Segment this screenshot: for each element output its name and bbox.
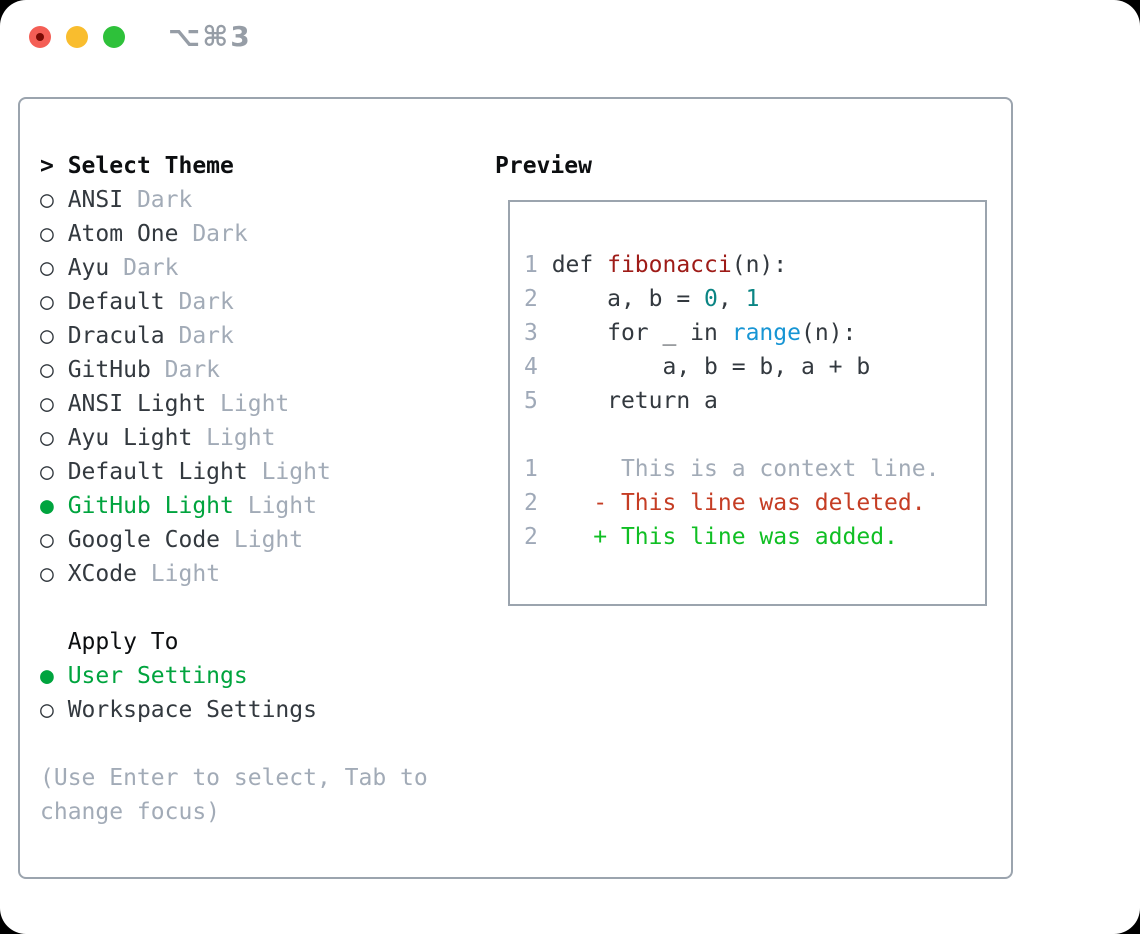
theme-name: Default Light [67,459,248,485]
select-theme-title: Select Theme [67,153,234,179]
close-button[interactable] [29,26,51,48]
theme-name: ANSI Light [67,391,207,417]
preview-code: 1 def fibonacci(n): 2 a, b = 0, 1 3 for _ … [524,248,985,554]
apply-to-title: Apply To [67,629,179,655]
code-line: 1 This is a context line. [524,456,940,482]
theme-name: Google Code [67,527,221,553]
theme-name: Atom One [67,221,179,247]
radio-icon: ○ [40,697,68,723]
radio-icon: ○ [40,527,68,553]
theme-option[interactable]: ○ XCode Light [40,557,490,591]
theme-variant: Light [233,493,317,519]
theme-option[interactable]: ○ Ayu Dark [40,251,490,285]
theme-picker-panel: > Select Theme ○ ANSI Dark ○ Atom One Da… [18,97,1013,879]
theme-option[interactable]: ○ Dracula Dark [40,319,490,353]
radio-icon: ○ [40,187,68,213]
spacer [40,591,490,625]
select-theme-header: > Select Theme [40,149,490,183]
spacer [40,727,490,761]
radio-icon: ○ [40,357,68,383]
radio-icon: ● [40,663,68,689]
apply-option-label: User Settings [67,663,248,689]
code-line: 2 a, b = 0, 1 [524,286,760,312]
radio-icon: ○ [40,391,68,417]
theme-option[interactable]: ○ ANSI Dark [40,183,490,217]
code-line: 2 - This line was deleted. [524,490,926,516]
radio-icon: ○ [40,561,68,587]
theme-variant: Light [206,391,290,417]
code-line: 2 + This line was added. [524,524,898,550]
apply-to-header: Apply To [40,625,490,659]
theme-variant: Light [247,459,331,485]
code-line: 4 a, b = b, a + b [524,354,871,380]
apply-option[interactable]: ○ Workspace Settings [40,693,490,727]
code-line [524,418,985,452]
theme-variant: Dark [178,221,248,247]
theme-name: Dracula [67,323,165,349]
theme-option[interactable]: ○ Google Code Light [40,523,490,557]
theme-option[interactable]: ○ Default Light Light [40,455,490,489]
radio-icon: ● [40,493,68,519]
radio-icon: ○ [40,289,68,315]
theme-variant: Dark [164,323,234,349]
preview-title: Preview [495,153,592,179]
theme-name: GitHub [67,357,151,383]
preview-box: 1 def fibonacci(n): 2 a, b = 0, 1 3 for _ … [508,200,987,606]
selection-caret: > [40,153,68,179]
theme-variant: Dark [109,255,179,281]
theme-option[interactable]: ○ Default Dark [40,285,490,319]
theme-column: > Select Theme ○ ANSI Dark ○ Atom One Da… [40,149,490,829]
theme-variant: Dark [164,289,234,315]
apply-to-list: ● User Settings ○ Workspace Settings [40,659,490,727]
theme-variant: Light [136,561,221,587]
theme-name: Default [67,289,165,315]
titlebar: ⌥⌘3 [0,0,1140,74]
radio-icon: ○ [40,323,68,349]
code-line: 5 return a [524,388,718,414]
hint-text: (Use Enter to select, Tab to change focu… [40,765,428,825]
theme-list: ○ ANSI Dark ○ Atom One Dark ○ Ayu Dark ○… [40,183,490,591]
theme-variant: Light [220,527,304,553]
close-button-dot [36,33,44,41]
theme-option[interactable]: ○ Atom One Dark [40,217,490,251]
theme-option[interactable]: ○ Ayu Light Light [40,421,490,455]
theme-variant: Light [192,425,276,451]
theme-option[interactable]: ○ GitHub Dark [40,353,490,387]
theme-option[interactable]: ○ ANSI Light Light [40,387,490,421]
minimize-button[interactable] [66,26,88,48]
radio-icon: ○ [40,425,68,451]
theme-name: XCode [67,561,137,587]
zoom-button[interactable] [103,26,125,48]
radio-icon: ○ [40,221,68,247]
theme-variant: Dark [150,357,221,383]
theme-variant: Dark [123,187,193,213]
radio-icon: ○ [40,459,68,485]
theme-name: ANSI [67,187,124,213]
code-line: 1 def fibonacci(n): [524,252,788,278]
code-line: 3 for _ in range(n): [524,320,857,346]
theme-name: Ayu [67,255,110,281]
theme-name: GitHub Light [67,493,234,519]
radio-icon: ○ [40,255,68,281]
theme-option[interactable]: ● GitHub Light Light [40,489,490,523]
theme-name: Ayu Light [67,425,193,451]
window-shortcut-label: ⌥⌘3 [168,20,252,53]
apply-option[interactable]: ● User Settings [40,659,490,693]
apply-option-label: Workspace Settings [67,697,317,723]
